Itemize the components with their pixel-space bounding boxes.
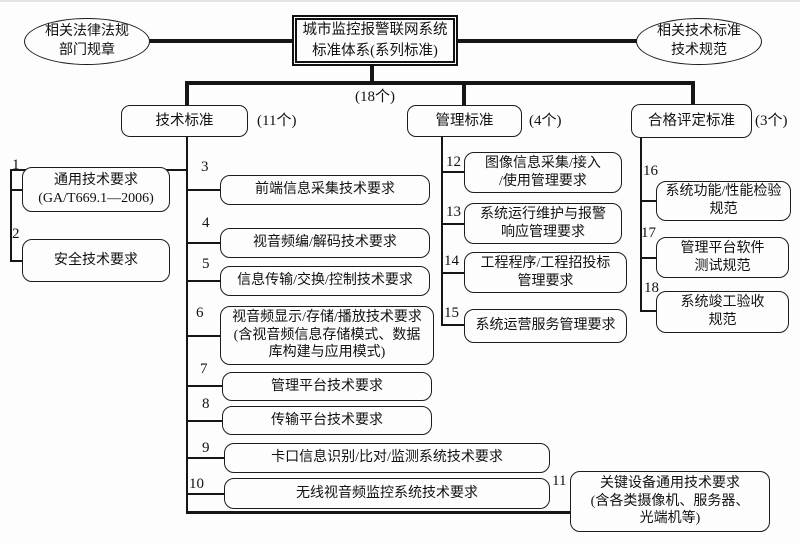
item-16-number: 16: [643, 163, 658, 179]
stub-item12-line: [441, 171, 465, 173]
category-conf-box: 合格评定标准: [631, 104, 752, 138]
item-4-number: 4: [202, 215, 210, 231]
right-ellipse: 相关技术标准 技术规范: [636, 18, 762, 65]
stub-item17-line: [640, 257, 657, 259]
stub-item4-line: [186, 242, 222, 244]
connector-left-ellipse-line: [146, 39, 296, 43]
item-4-box: 视音频编/解码技术要求: [220, 228, 430, 258]
drop-mgmt-line: [462, 81, 466, 107]
mgmt-spine-line: [441, 136, 443, 326]
item-13-box: 系统运行维护与报警 响应管理要求: [464, 203, 622, 244]
stub-item16-line: [640, 200, 657, 202]
stub-item10-line: [186, 493, 226, 495]
item-15-box: 系统运营服务管理要求: [464, 309, 627, 343]
branch-horizontal-line: [185, 81, 695, 85]
stub-item1-line: [10, 189, 24, 191]
left-branch-vertical-line: [10, 169, 12, 261]
item-13-number: 13: [446, 204, 461, 220]
stub-item6-line: [186, 335, 222, 337]
stub-item14-line: [441, 272, 465, 274]
stub-item5-line: [186, 280, 222, 282]
bottom-edge-line: [0, 0, 800, 2]
item-10-box: 无线视音频监控系统技术要求: [224, 478, 550, 509]
left-ellipse: 相关法律法规 部门规章: [24, 18, 150, 65]
root-box: 城市监控报警联网系统 标准体系(系列标准): [292, 15, 458, 66]
category-tech-count: (11个): [257, 113, 297, 129]
item-11-number: 11: [552, 473, 567, 489]
item-7-box: 管理平台技术要求: [222, 372, 432, 401]
stub-item18-line: [640, 310, 657, 312]
conf-spine-line: [640, 138, 642, 312]
item-12-number: 12: [446, 154, 461, 170]
item-3-box: 前端信息采集技术要求: [220, 175, 430, 205]
drop-tech-line: [185, 81, 189, 107]
item-6-box: 视音频显示/存储/播放技术要求 (含视音频信息存储模式、数据 库构建与应用模式): [220, 306, 434, 365]
stub-item7-line: [186, 385, 224, 387]
root-drop-line: [370, 64, 374, 83]
item-1-number: 1: [12, 157, 20, 173]
stub-item15-line: [441, 324, 465, 326]
stub-item2-line: [10, 260, 24, 262]
item-10-number: 10: [189, 476, 204, 492]
stub-item3-line: [186, 189, 222, 191]
item-7-number: 7: [200, 361, 208, 377]
connector-right-ellipse-line: [456, 39, 640, 43]
item-18-number: 18: [644, 280, 659, 296]
category-mgmt-box: 管理标准: [407, 105, 522, 137]
item-5-box: 信息传输/交换/控制技术要求: [220, 266, 430, 296]
category-tech-box: 技术标准: [121, 105, 248, 137]
stub-item13-line: [441, 223, 465, 225]
category-conf-count: (3个): [755, 113, 788, 129]
item-17-number: 17: [641, 225, 656, 241]
item-2-number: 2: [12, 226, 20, 242]
item-9-box: 卡口信息识别/比对/监测系统技术要求: [224, 443, 550, 473]
category-mgmt-count: (4个): [529, 113, 562, 129]
tech-spine-line: [186, 136, 188, 513]
item-8-box: 传输平台技术要求: [222, 406, 432, 435]
item-14-number: 14: [444, 253, 459, 269]
item-12-box: 图像信息采集/接入 /使用管理要求: [464, 152, 622, 193]
item-15-number: 15: [444, 305, 459, 321]
tech-bottom-line: [186, 511, 572, 514]
item-9-number: 9: [202, 440, 210, 456]
item-17-box: 管理平台软件 测试规范: [656, 237, 789, 278]
item-16-box: 系统功能/性能检验 规范: [656, 181, 791, 221]
drop-conf-line: [691, 81, 695, 106]
item-5-number: 5: [202, 256, 210, 272]
item-18-box: 系统竣工验收 规范: [656, 291, 789, 333]
total-count-label: (18个): [355, 89, 395, 105]
item-14-box: 工程程序/工程招投标 管理要求: [464, 252, 627, 293]
item-3-number: 3: [201, 159, 209, 175]
item-1-box: 通用技术要求 (GA/T669.1—2006): [22, 167, 170, 212]
stub-item8-line: [186, 420, 224, 422]
item-8-number: 8: [202, 396, 210, 412]
item-2-box: 安全技术要求: [22, 239, 170, 282]
stub-item9-line: [186, 457, 226, 459]
item-6-number: 6: [196, 305, 204, 321]
item-11-box: 关键设备通用技术要求 (含各类摄像机、服务器、 光端机等): [570, 471, 770, 532]
